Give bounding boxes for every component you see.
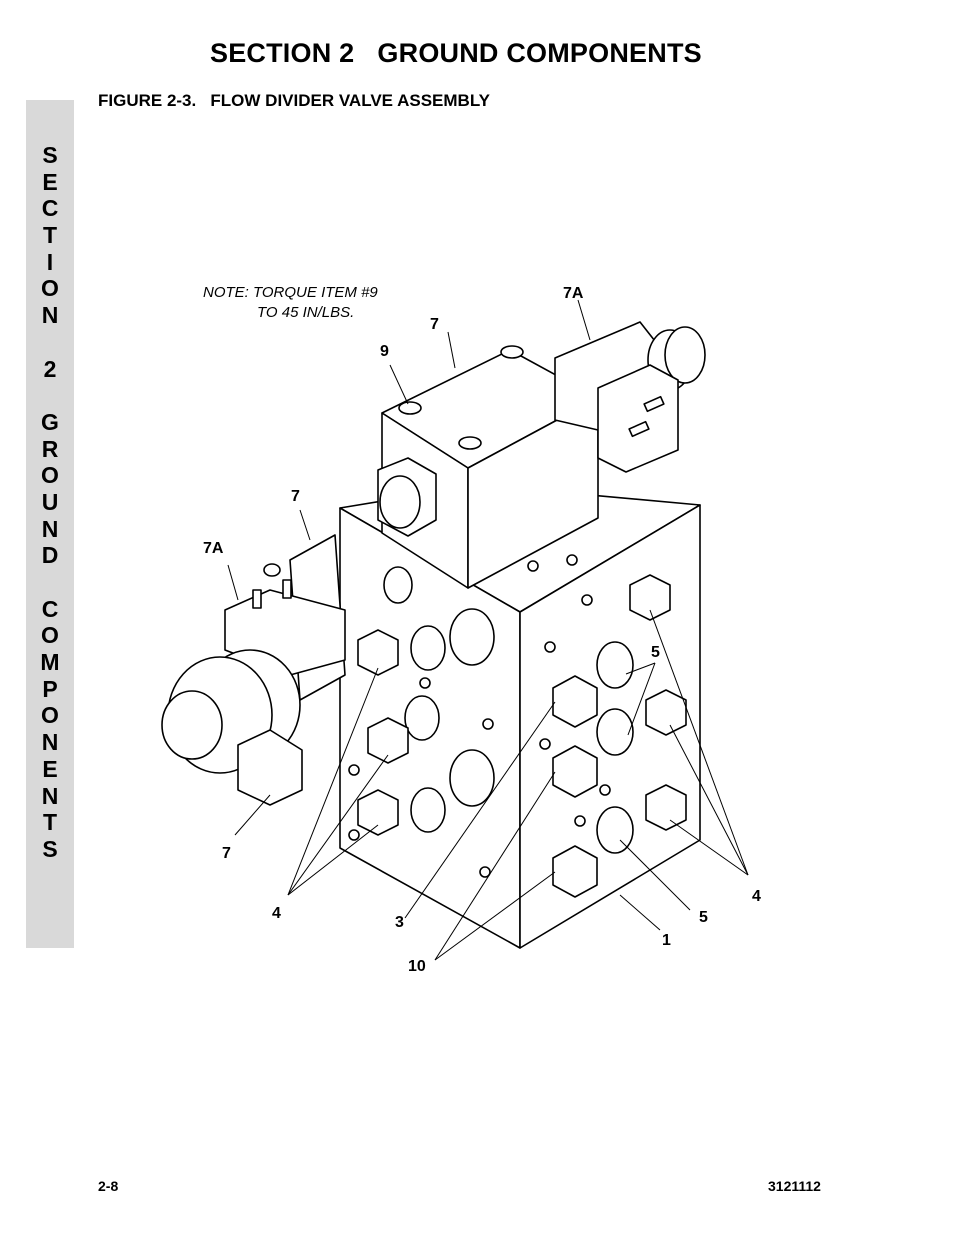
plug-left-3 — [357, 789, 399, 836]
plug-right-4 — [629, 574, 671, 621]
page-number: 2-8 — [98, 1178, 119, 1194]
valve-body-side — [467, 397, 599, 589]
callout-10: 10 — [408, 958, 426, 975]
callout-7-mid: 7 — [291, 488, 300, 505]
side-tab-letter: O — [41, 622, 59, 649]
side-tab-letter: I — [46, 248, 54, 275]
side-tab-letter: M — [40, 649, 60, 676]
plug-right-6 — [645, 784, 687, 831]
callout-4-right: 4 — [752, 888, 761, 905]
callout-7-bottom: 7 — [222, 845, 231, 862]
side-tab-letter: S — [42, 835, 58, 862]
plug-left-1 — [357, 629, 399, 676]
flow-divider-valve-illustration — [150, 280, 790, 980]
side-tab-letter: O — [41, 275, 59, 302]
side-tab-letter: T — [42, 809, 58, 836]
plug-right-3 — [552, 845, 598, 898]
side-tab-letter: T — [42, 222, 58, 249]
callout-4-left: 4 — [272, 905, 281, 922]
callout-5-lower: 5 — [699, 909, 708, 926]
plug-right-5 — [645, 689, 687, 736]
side-tab-letter: C — [41, 195, 59, 222]
callout-1: 1 — [662, 932, 671, 949]
section-title: SECTION 2 GROUND COMPONENTS — [210, 38, 702, 68]
side-tab-letter: D — [41, 542, 59, 569]
plug-right-1 — [552, 675, 598, 728]
callout-9: 9 — [380, 343, 389, 360]
side-tab-letter: G — [41, 408, 59, 435]
callout-5-upper: 5 — [651, 644, 660, 661]
torque-note-line-2: TO 45 IN/LBS. — [257, 304, 355, 321]
solenoid-knob-left — [161, 690, 223, 760]
side-tab-letter: U — [41, 488, 59, 515]
side-tab-letter — [47, 382, 53, 409]
side-tab-letter: N — [41, 782, 59, 809]
document-number: 3121112 — [768, 1178, 821, 1194]
callout-7-top: 7 — [430, 316, 439, 333]
figure-title: FIGURE 2-3. FLOW DIVIDER VALVE ASSEMBLY — [98, 91, 490, 110]
callout-3: 3 — [395, 914, 404, 931]
valve-hex-cap-lower — [237, 729, 303, 806]
plug-left-2 — [367, 717, 409, 764]
plug-right-2 — [552, 745, 598, 798]
side-tab-letter — [47, 329, 53, 356]
callout-7a-top: 7A — [563, 285, 584, 302]
side-tab-letter: C — [41, 595, 59, 622]
side-tab-letter: O — [41, 462, 59, 489]
side-tab-letter — [47, 569, 53, 596]
side-tab-letter: 2 — [43, 355, 57, 382]
side-tab-letter: O — [41, 702, 59, 729]
side-tab-letter: N — [41, 302, 59, 329]
side-tab-letter: N — [41, 515, 59, 542]
callout-7a-left: 7A — [203, 540, 224, 557]
side-tab-letter: S — [42, 142, 58, 168]
side-tab-letter: E — [42, 168, 58, 195]
torque-note-line-1: NOTE: TORQUE ITEM #9 — [203, 284, 378, 301]
side-tab-letter: N — [41, 729, 59, 756]
solenoid-connector-top — [597, 364, 679, 473]
torque-note: NOTE: TORQUE ITEM #9 TO 45 IN/LBS. — [203, 283, 378, 323]
side-tab-letter: E — [42, 755, 58, 782]
side-tab-letter: R — [41, 435, 59, 462]
side-tab-letter: P — [42, 675, 58, 702]
